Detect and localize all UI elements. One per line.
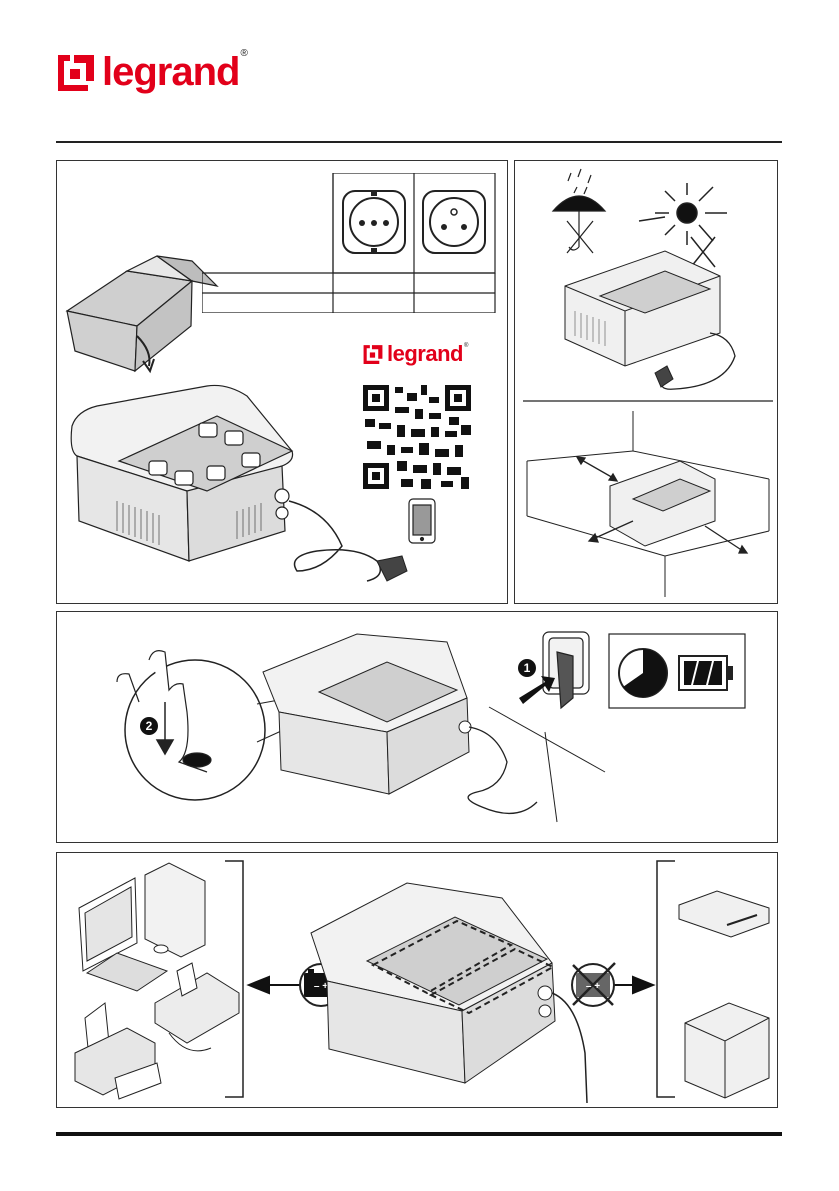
battery-full-icon — [679, 656, 733, 690]
registered-mark: ® — [240, 48, 247, 59]
french-socket-icon — [423, 191, 485, 253]
ups-device — [565, 251, 720, 366]
fax-icon — [155, 963, 239, 1051]
small-brand-name: legrand — [387, 343, 463, 365]
header-divider — [56, 141, 782, 143]
legrand-mark-icon — [56, 51, 96, 93]
wall-socket-icon — [489, 632, 605, 822]
socket-type-table — [202, 173, 496, 313]
sun-icon — [639, 183, 727, 267]
schuko-socket-icon — [343, 191, 405, 253]
insert-arrow-icon — [519, 676, 555, 704]
ups-device — [311, 883, 555, 1083]
panel-unpack: legrand ® — [56, 160, 508, 604]
legrand-mark-icon — [362, 343, 384, 365]
umbrella-rain-icon — [553, 169, 605, 253]
start-illustration: 2 1 — [57, 612, 779, 844]
ups-device — [71, 385, 292, 561]
printer-icon — [75, 1003, 161, 1099]
placement-illustration — [515, 161, 779, 605]
open-box-icon — [67, 256, 217, 371]
small-legrand-logo: legrand ® — [362, 343, 468, 365]
clock-icon — [619, 649, 667, 697]
no-battery-sign: – + — [586, 981, 600, 992]
smartphone-icon — [409, 499, 435, 543]
qr-code — [361, 383, 475, 491]
small-registered-mark: ® — [464, 343, 468, 349]
panel-start: 2 1 — [56, 611, 778, 843]
legrand-logo: legrand ® — [56, 48, 248, 96]
panel-placement — [514, 160, 778, 604]
step-2-label: 2 — [146, 719, 153, 733]
step-1-label: 1 — [524, 661, 531, 675]
hair-dryer-icon — [679, 891, 769, 937]
heater-icon — [685, 1003, 769, 1098]
battery-backup-sign: – + — [314, 981, 328, 992]
ups-device — [610, 461, 715, 546]
brand-name: legrand — [102, 52, 239, 92]
panel-usage: – + – + — [56, 852, 778, 1108]
usage-illustration: – + – + — [57, 853, 779, 1109]
footer-divider — [56, 1132, 782, 1136]
ups-device — [263, 634, 471, 794]
